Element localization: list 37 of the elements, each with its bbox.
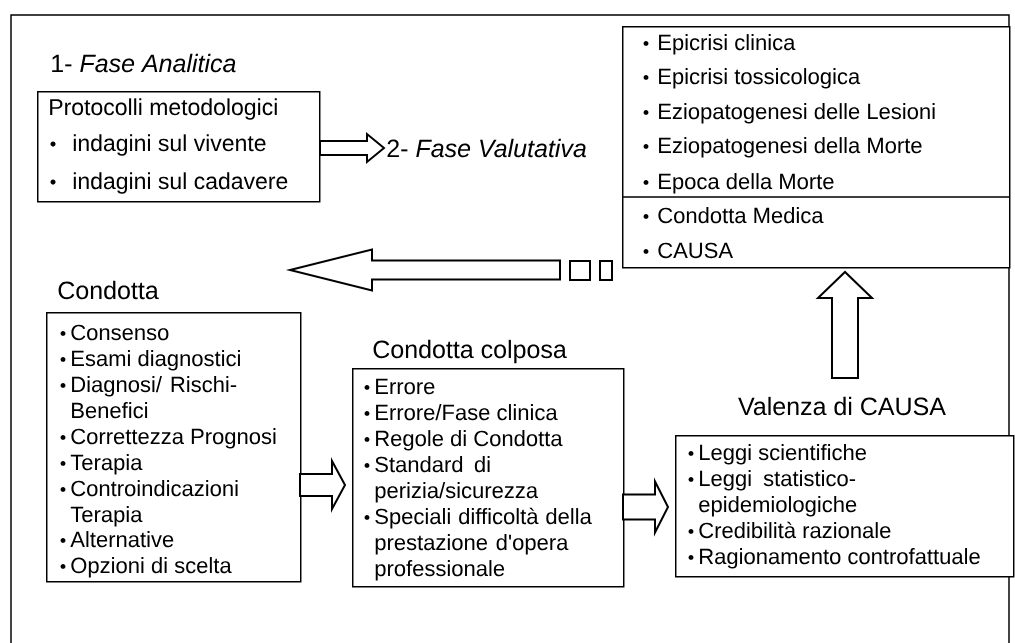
- list-item: Errore: [364, 378, 435, 395]
- box-heading: Valenza di CAUSA: [738, 396, 946, 416]
- list-item: Leggi scientifiche: [688, 444, 866, 465]
- list-item: Errore/Fase clinica: [364, 404, 558, 421]
- list-item: Controindicazioni Terapia: [60, 480, 238, 527]
- list-item: Eziopatogenesi delle Lesioni: [643, 103, 935, 124]
- list-item: Ragionamento controfattuale: [688, 548, 980, 569]
- list-item: Credibilità razionale: [688, 521, 891, 539]
- list-item: Speciali difficoltà della prestazione d'opera professionale: [364, 507, 592, 581]
- list-item: Diagnosi/ Rischi- Benefici: [60, 376, 237, 419]
- list-item: Alternative: [60, 531, 174, 548]
- list-item: Epoca della Morte: [643, 173, 834, 194]
- box-heading: 1- Fase Analitica: [52, 53, 236, 73]
- list-item: Opzioni di scelta: [60, 557, 232, 578]
- list-item: Standard di perizia/sicurezza: [364, 456, 539, 503]
- block-arrow: [319, 131, 386, 165]
- list-item: Correttezza Prognosi: [60, 428, 276, 449]
- box-heading: Condotta colposa: [373, 339, 567, 364]
- block-arrow: [299, 457, 347, 513]
- box-heading: Condotta: [58, 280, 159, 300]
- list-item: indagini sul vivente: [50, 134, 266, 156]
- list-item: Esami diagnostici: [60, 350, 240, 371]
- block-arrow: [622, 477, 670, 537]
- list-item: Protocolli metodologici: [50, 98, 277, 120]
- list-item: indagini sul cadavere: [50, 172, 288, 194]
- list-item: Eziopatogenesi della Morte: [643, 137, 922, 158]
- block-arrow: [285, 248, 613, 292]
- block-arrow: [815, 270, 875, 379]
- list-item: Regole di Condotta: [364, 430, 563, 451]
- list-item: Epicrisi tossicologica: [643, 68, 861, 89]
- phase-label: 2- Fase Valutativa: [387, 138, 586, 158]
- list-item: Condotta Medica: [643, 207, 824, 224]
- list-item: Epicrisi clinica: [643, 34, 796, 55]
- list-item: Terapia: [60, 454, 143, 475]
- list-item: Leggi statistico- epidemiologiche: [688, 470, 857, 517]
- list-item: Consenso: [60, 324, 169, 341]
- list-item: CAUSA: [643, 242, 733, 259]
